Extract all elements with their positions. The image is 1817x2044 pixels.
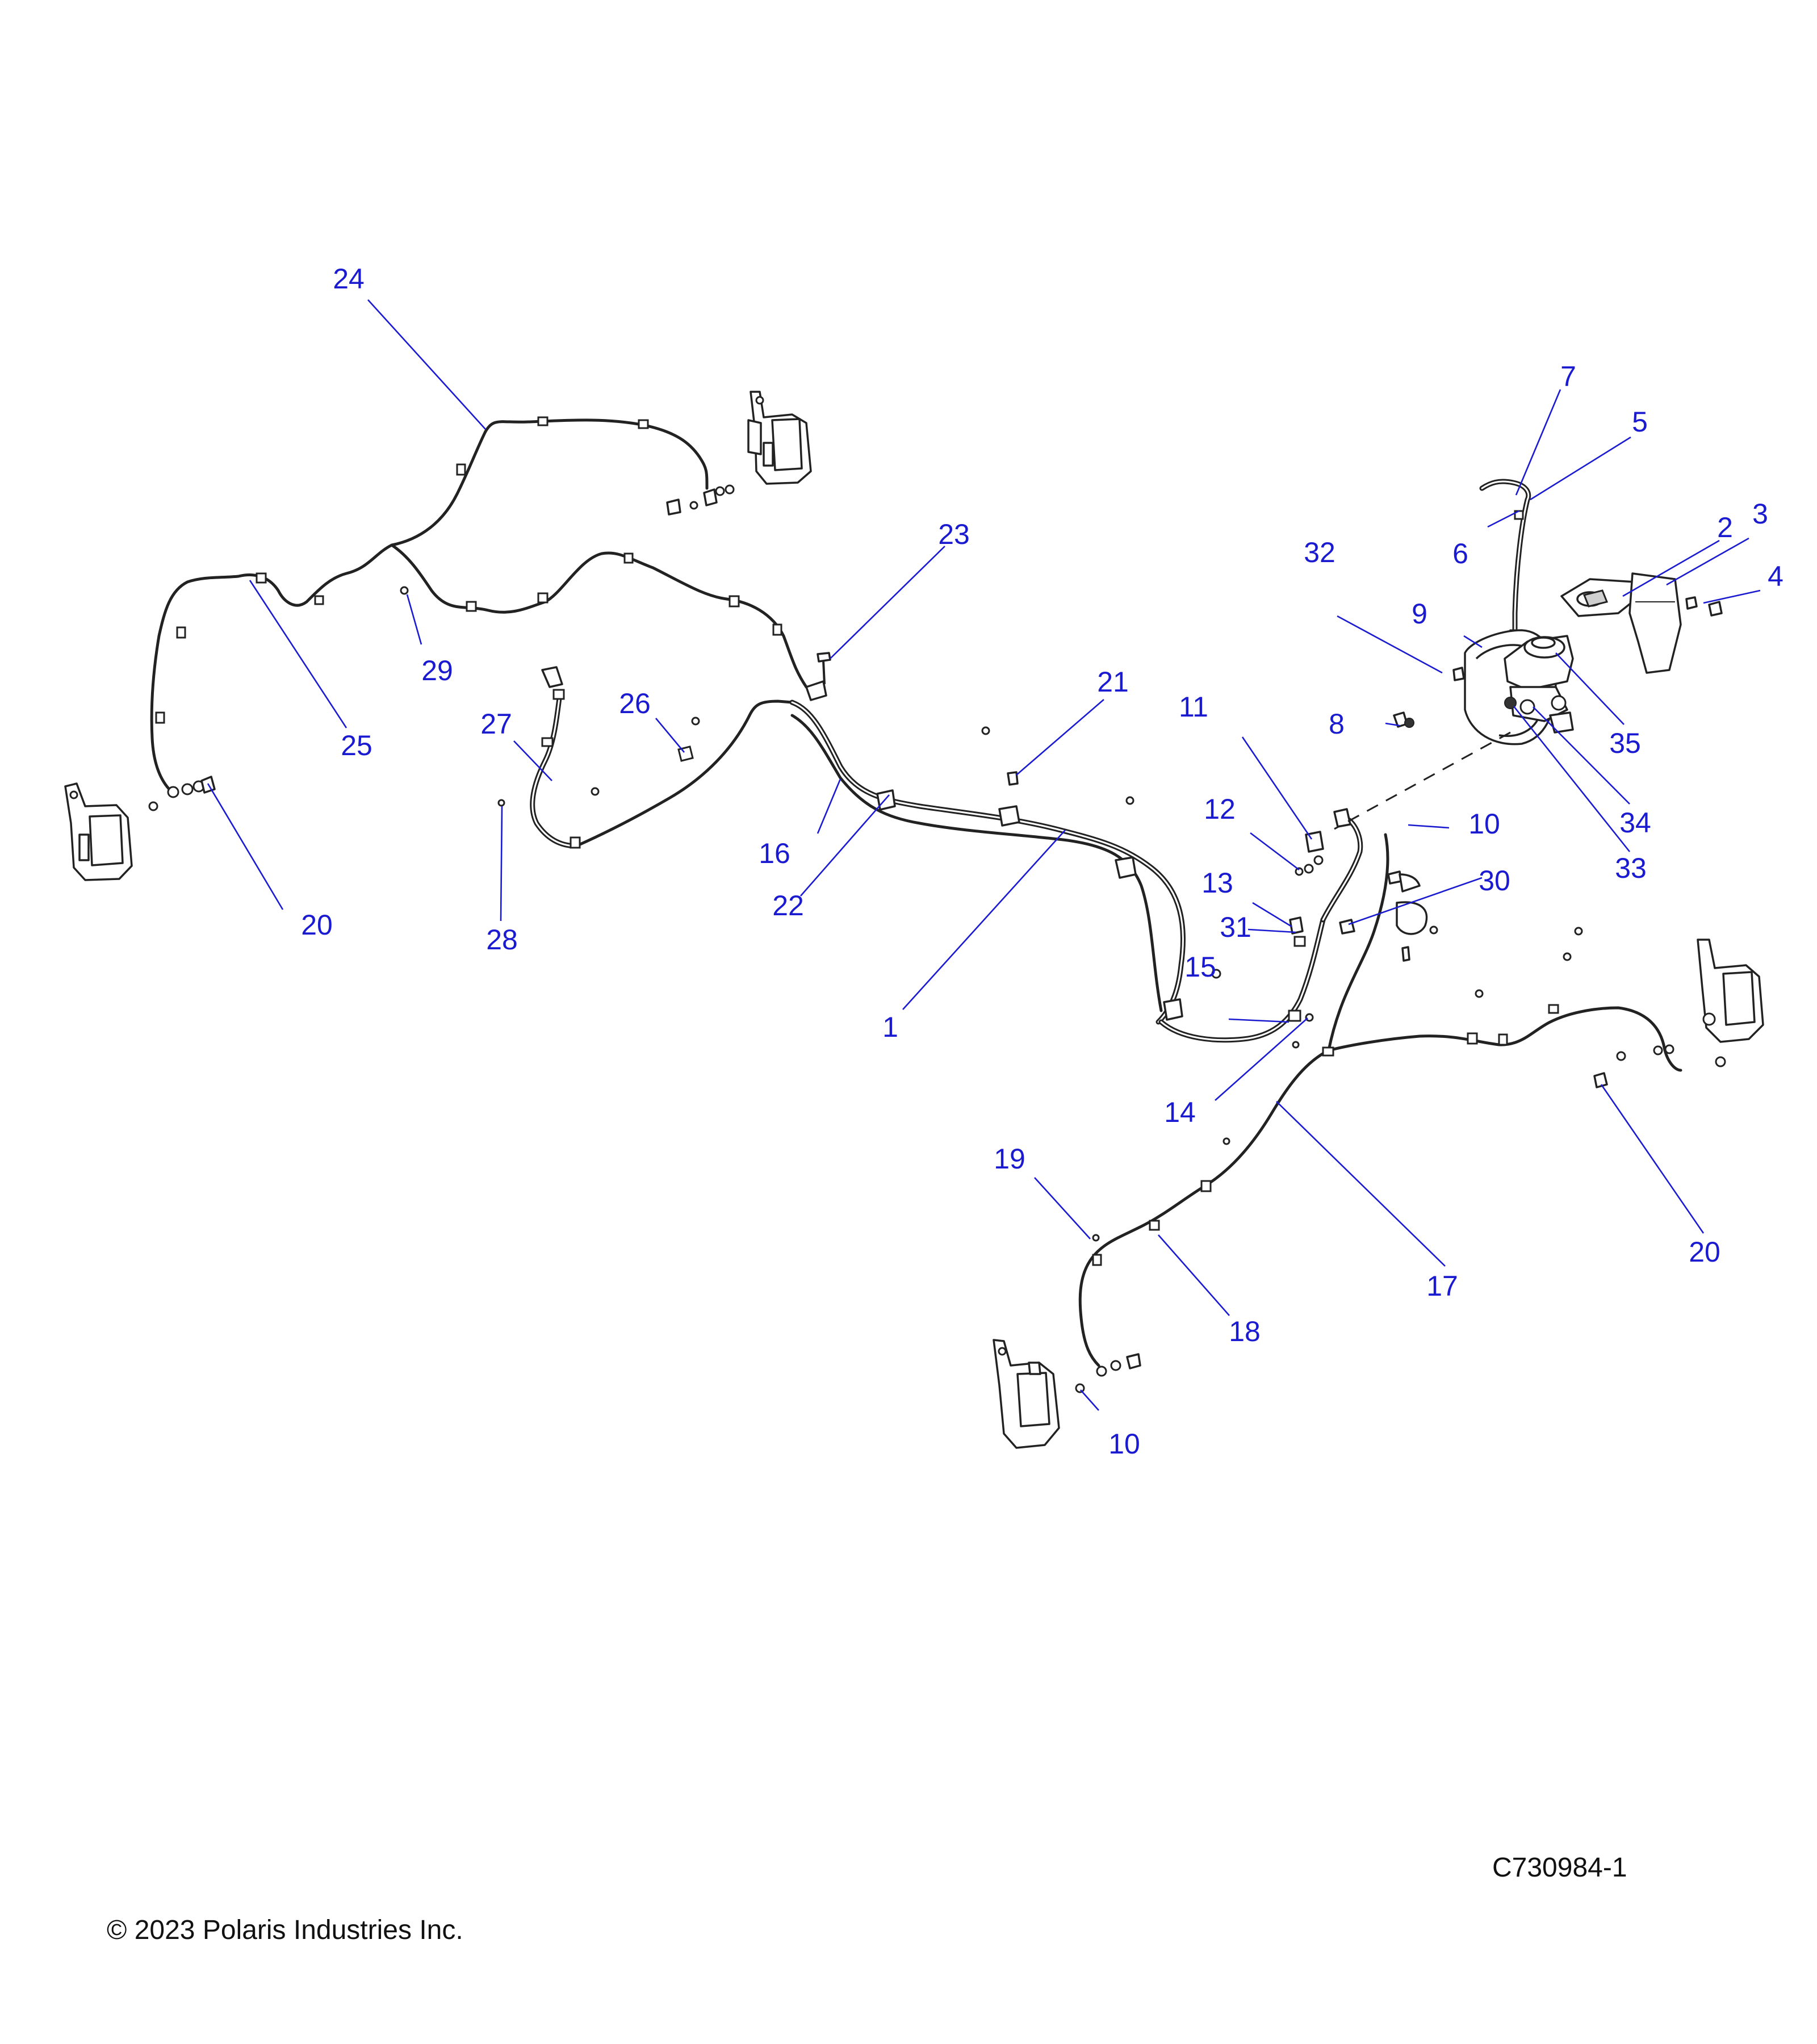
left-rear-fittings — [148, 484, 735, 811]
callout-15: 15 — [1184, 951, 1216, 983]
callout-3: 3 — [1752, 498, 1768, 530]
copyright-notice: © 2023 Polaris Industries Inc. — [107, 1915, 463, 1945]
callout-1: 1 — [882, 1011, 898, 1043]
callout-8: 8 — [1329, 708, 1345, 740]
callout-16: 16 — [759, 837, 790, 869]
callout-10-a: 10 — [1468, 808, 1500, 840]
caliper-rear-upper — [747, 391, 812, 485]
callout-14: 14 — [1164, 1096, 1196, 1128]
callout-12: 12 — [1204, 793, 1236, 825]
line-art — [64, 391, 1764, 1449]
callout-6: 6 — [1452, 538, 1468, 569]
callout-20-a: 20 — [301, 909, 333, 941]
callout-17: 17 — [1426, 1270, 1458, 1302]
callout-5: 5 — [1632, 406, 1648, 438]
callout-19: 19 — [994, 1143, 1025, 1175]
fittings-11-13 — [1289, 831, 1324, 947]
callout-31: 31 — [1220, 911, 1251, 943]
brake-line-25 — [150, 543, 393, 791]
callout-32: 32 — [1304, 537, 1335, 568]
leader-lines — [207, 299, 1761, 1411]
callout-22: 22 — [772, 890, 804, 922]
master-cylinder-assembly — [1334, 479, 1574, 830]
brake-line-29 — [390, 543, 808, 689]
callout-20-b: 20 — [1689, 1236, 1720, 1268]
callout-34: 34 — [1619, 807, 1651, 839]
bracket-2 — [1560, 578, 1648, 617]
callout-33: 33 — [1615, 852, 1647, 884]
diagram-id: C730984-1 — [1492, 1853, 1627, 1883]
callout-29: 29 — [421, 655, 453, 686]
callout-10-b: 10 — [1108, 1428, 1140, 1460]
callout-23: 23 — [938, 518, 970, 550]
brake-line-17 — [1327, 833, 1389, 1052]
caliper-right — [1697, 939, 1764, 1067]
callout-11: 11 — [1179, 691, 1208, 723]
callout-27: 27 — [480, 708, 512, 740]
callout-7: 7 — [1560, 361, 1576, 392]
callout-30: 30 — [1479, 865, 1510, 897]
caliper-bottom — [993, 1339, 1060, 1449]
caliper-left — [64, 782, 133, 881]
callout-13: 13 — [1201, 867, 1233, 899]
line-16 — [575, 700, 794, 848]
callout-labels: 1 2 3 4 5 6 7 8 9 10 10 10 11 12 13 14 1… — [301, 263, 1783, 1460]
callout-28: 28 — [486, 924, 518, 956]
callout-35: 35 — [1609, 727, 1641, 759]
callout-18: 18 — [1229, 1316, 1261, 1347]
brake-line-24 — [484, 418, 709, 490]
callout-26: 26 — [619, 688, 651, 719]
callout-9: 9 — [1412, 598, 1427, 630]
callout-2: 2 — [1717, 512, 1733, 543]
callout-24: 24 — [333, 263, 365, 295]
callout-4: 4 — [1768, 560, 1783, 592]
bolt-23 — [817, 652, 831, 685]
callout-21: 21 — [1097, 666, 1129, 698]
bracket-3 — [1628, 572, 1682, 674]
callout-25: 25 — [341, 730, 372, 761]
